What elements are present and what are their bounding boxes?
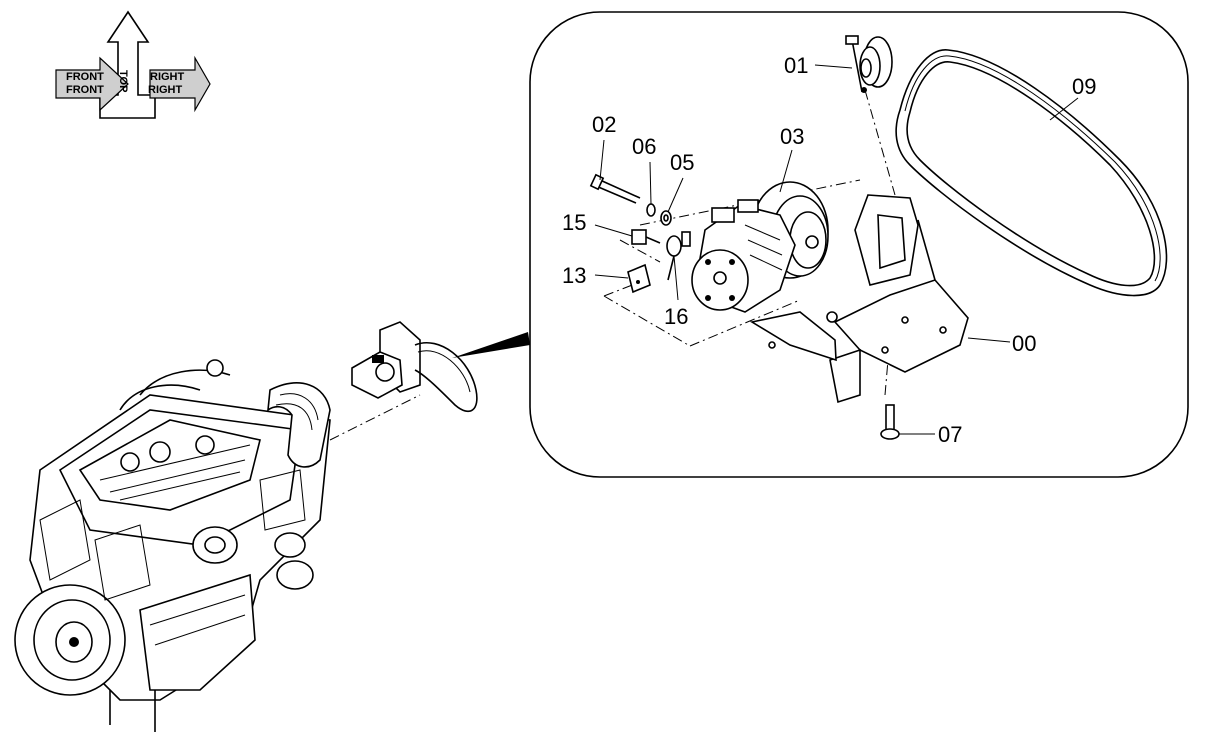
callout-09: 09 xyxy=(1072,74,1096,99)
compressor-part xyxy=(691,181,829,313)
orientation-front-label: FRONT xyxy=(66,84,104,96)
callout-05: 05 xyxy=(670,150,694,175)
short-bolt-part xyxy=(631,229,661,245)
orientation-right-label-mirror: RIGHT xyxy=(150,71,185,83)
callout-01: 01 xyxy=(784,53,808,78)
small-compressor-group xyxy=(351,321,478,413)
callout-00: 00 xyxy=(1012,331,1036,356)
callout-pointer xyxy=(452,332,530,358)
callout-labels: 01 02 03 05 06 09 15 13 16 00 07 xyxy=(562,53,1096,447)
engine-assembly xyxy=(14,359,331,732)
idler-pulley-part xyxy=(845,35,893,93)
callout-16: 16 xyxy=(664,304,688,329)
orientation-compass-icon: TOP FRONT RIGHT FRONT RIGHT xyxy=(55,10,211,119)
callout-07: 07 xyxy=(938,422,962,447)
callout-03: 03 xyxy=(780,124,804,149)
assembly-construction-lines xyxy=(603,89,896,396)
callout-02: 02 xyxy=(592,112,616,137)
nut-part xyxy=(660,210,672,226)
bracket-bolt-part xyxy=(880,404,900,440)
orientation-front-label-mirror: FRONT xyxy=(66,71,104,83)
orientation-right-label: RIGHT xyxy=(148,84,183,96)
callout-06: 06 xyxy=(632,134,656,159)
callout-15: 15 xyxy=(562,210,586,235)
callout-leaders xyxy=(594,64,1079,435)
bracket-part xyxy=(749,194,969,404)
orientation-top-label: TOP xyxy=(117,70,129,92)
v-belt-part xyxy=(895,49,1168,297)
engine-leader-line xyxy=(329,394,421,441)
callout-13: 13 xyxy=(562,263,586,288)
long-bolt-part xyxy=(589,173,641,204)
clip-part xyxy=(627,263,651,294)
washer-part xyxy=(646,203,656,217)
